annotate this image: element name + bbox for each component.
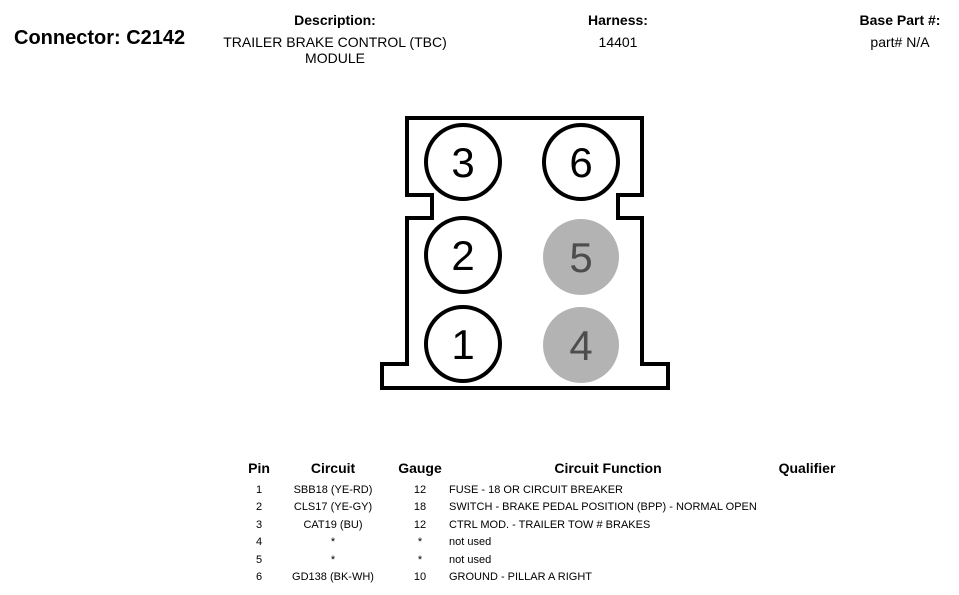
gauge-column-header: Gauge bbox=[398, 460, 442, 476]
base-part-value: part# N/A bbox=[870, 34, 930, 50]
pin-cell: 2 bbox=[255, 501, 263, 514]
base-part-label: Base Part #: bbox=[859, 12, 941, 28]
function-column-header: Circuit Function bbox=[554, 460, 662, 476]
pin-circle-3 bbox=[424, 123, 502, 201]
table-row: 5 * * not used bbox=[243, 551, 847, 569]
pin-number-2: 2 bbox=[451, 232, 474, 279]
function-cell: CTRL MOD. - TRAILER TOW # BRAKES bbox=[449, 518, 651, 531]
gauge-cell: * bbox=[417, 553, 423, 566]
pin-circle-5 bbox=[543, 219, 619, 295]
description-block: Description: TRAILER BRAKE CONTROL (TBC)… bbox=[205, 12, 465, 66]
pin-cavity-6: 6 bbox=[542, 123, 620, 201]
function-cell: SWITCH - BRAKE PEDAL POSITION (BPP) - NO… bbox=[449, 501, 757, 514]
table-row: 4 * * not used bbox=[243, 534, 847, 552]
connector-title: Connector: C2142 bbox=[14, 27, 186, 49]
function-cell: GROUND - PILLAR A RIGHT bbox=[449, 571, 593, 584]
pin-cell: 1 bbox=[255, 483, 263, 496]
table-row: 6 GD138 (BK-WH) 10 GROUND - PILLAR A RIG… bbox=[243, 569, 847, 587]
harness-value: 14401 bbox=[598, 34, 638, 50]
pin-circle-2 bbox=[424, 216, 502, 294]
pin-cavity-2: 2 bbox=[424, 216, 502, 294]
gauge-cell: 12 bbox=[413, 483, 427, 496]
pin-number-4: 4 bbox=[569, 322, 592, 369]
description-line-1: TRAILER BRAKE CONTROL (TBC) bbox=[223, 34, 447, 50]
harness-block: Harness: 14401 bbox=[558, 12, 678, 50]
pin-cavity-4: 4 bbox=[543, 307, 619, 383]
circuit-cell: * bbox=[330, 536, 336, 549]
pin-number-5: 5 bbox=[569, 234, 592, 281]
pin-cell: 6 bbox=[255, 571, 263, 584]
harness-label: Harness: bbox=[588, 12, 648, 28]
table-row: 1 SBB18 (YE-RD) 12 FUSE - 18 OR CIRCUIT … bbox=[243, 481, 847, 499]
circuit-column-header: Circuit bbox=[310, 460, 356, 476]
circuit-cell: CLS17 (YE-GY) bbox=[293, 501, 373, 514]
gauge-cell: * bbox=[417, 536, 423, 549]
pin-cell: 5 bbox=[255, 553, 263, 566]
base-part-block: Base Part #: part# N/A bbox=[840, 12, 959, 50]
qualifier-cell bbox=[767, 499, 847, 517]
function-cell: not used bbox=[449, 553, 492, 566]
circuit-cell: CAT19 (BU) bbox=[303, 518, 363, 531]
pin-cell: 4 bbox=[255, 536, 263, 549]
table-row: 3 CAT19 (BU) 12 CTRL MOD. - TRAILER TOW … bbox=[243, 516, 847, 534]
qualifier-cell bbox=[767, 569, 847, 587]
circuit-cell: SBB18 (YE-RD) bbox=[293, 483, 373, 496]
pin-cavity-3: 3 bbox=[424, 123, 502, 201]
circuit-cell: * bbox=[330, 553, 336, 566]
qualifier-cell bbox=[767, 534, 847, 552]
gauge-cell: 12 bbox=[413, 518, 427, 531]
function-cell: FUSE - 18 OR CIRCUIT BREAKER bbox=[449, 483, 623, 496]
pin-circle-4 bbox=[543, 307, 619, 383]
circuit-cell: GD138 (BK-WH) bbox=[292, 571, 374, 584]
pinout-header-row: Pin Circuit Gauge Circuit Function Quali… bbox=[243, 459, 847, 481]
pin-circle-6 bbox=[542, 123, 620, 201]
pin-column-header: Pin bbox=[248, 460, 270, 476]
pin-cell: 3 bbox=[255, 518, 263, 531]
description-line-2: MODULE bbox=[305, 50, 365, 66]
pin-circle-1 bbox=[424, 305, 502, 383]
table-row: 2 CLS17 (YE-GY) 18 SWITCH - BRAKE PEDAL … bbox=[243, 499, 847, 517]
pin-cavity-1: 1 bbox=[424, 305, 502, 383]
pin-number-1: 1 bbox=[451, 321, 474, 368]
pinout-table: Pin Circuit Gauge Circuit Function Quali… bbox=[243, 459, 847, 586]
pin-cavity-5: 5 bbox=[543, 219, 619, 295]
pin-number-6: 6 bbox=[569, 139, 592, 186]
gauge-cell: 10 bbox=[413, 571, 427, 584]
qualifier-cell bbox=[767, 551, 847, 569]
pin-number-3: 3 bbox=[451, 139, 474, 186]
qualifier-cell bbox=[767, 516, 847, 534]
qualifier-cell bbox=[767, 481, 847, 499]
description-label: Description: bbox=[294, 12, 376, 28]
gauge-cell: 18 bbox=[413, 501, 427, 514]
qualifier-column-header: Qualifier bbox=[778, 460, 836, 476]
function-cell: not used bbox=[449, 536, 492, 549]
